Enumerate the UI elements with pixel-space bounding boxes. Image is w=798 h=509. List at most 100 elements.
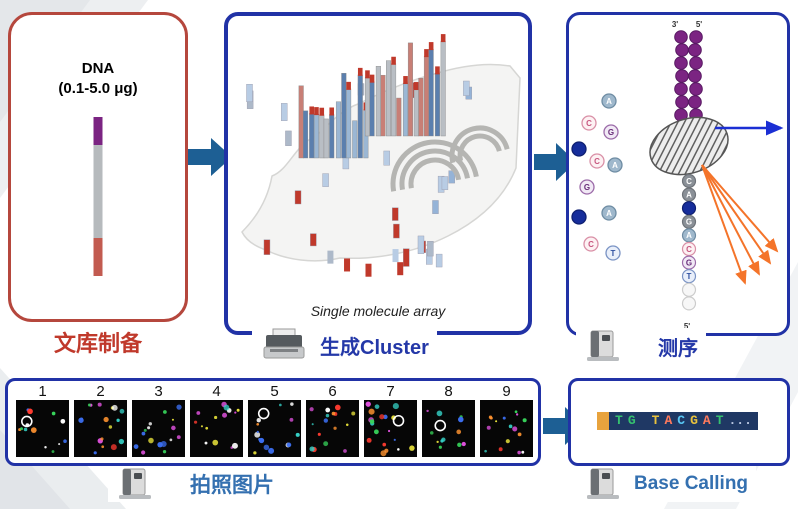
floating-nucleotide: A [607, 157, 623, 173]
photo-tile-number: 1 [38, 383, 47, 400]
photos-panel: 1 2 3 4 5 6 7 8 9 [5, 378, 541, 466]
base-call-char: G [690, 413, 698, 428]
photo-tile-image [422, 400, 475, 457]
sequencer-icon [587, 468, 619, 499]
svg-text:T: T [687, 272, 692, 281]
floating-nucleotides: A C G C A G A C T [571, 93, 623, 261]
double-strand-illustration [674, 30, 703, 122]
svg-text:C: C [686, 177, 692, 186]
photo-tile-number: 2 [96, 383, 105, 400]
dna-fragment-illustration [93, 117, 103, 276]
base-call-char: A [664, 413, 673, 428]
floating-nucleotide: C [589, 153, 605, 169]
floating-nucleotide: G [603, 124, 619, 140]
sequence-lead-block [597, 412, 609, 430]
five-prime-top-label: 5' [696, 20, 702, 29]
photo-tile-image [132, 400, 185, 457]
floating-nucleotide: C [581, 115, 597, 131]
cluster-label-row: 生成Cluster [252, 327, 437, 363]
photo-tile-number: 7 [386, 383, 395, 400]
sequencing-label-row: 测序 [576, 328, 706, 364]
svg-text:C: C [588, 240, 594, 249]
photos-label: 拍照图片 [190, 474, 274, 497]
svg-text:A: A [606, 97, 612, 106]
svg-text:A: A [606, 209, 612, 218]
photo-tile-image [248, 400, 301, 457]
photo-tile-image [190, 400, 243, 457]
polymerase-illustration [649, 116, 729, 176]
photo-tile: 3 [132, 383, 185, 457]
strand-nucleotide: T [681, 269, 697, 284]
basecalling-label-row: Base Calling [576, 466, 757, 502]
strand-nucleotide: G [681, 255, 697, 270]
photo-tile: 2 [74, 383, 127, 457]
photo-tile-image [306, 400, 359, 457]
svg-text:T: T [611, 249, 616, 258]
sequencer-icon [587, 330, 619, 361]
dna-insert-segment [93, 145, 103, 238]
svg-text:A: A [686, 190, 692, 199]
cluster-panel: Single molecule array [224, 12, 532, 335]
floating-nucleotide: A [601, 205, 617, 221]
dna-amount-title: DNA (0.1-5.0 μg) [11, 59, 185, 98]
library-prep-label: 文库制备 [8, 326, 188, 358]
cluster-label: 生成Cluster [320, 336, 429, 359]
photo-tile: 4 [190, 383, 243, 457]
svg-text:G: G [584, 183, 590, 192]
photo-tile: 5 [248, 383, 301, 457]
floating-nucleotide: A [601, 93, 617, 109]
fluorescence-arrows [701, 164, 779, 285]
cluster-caption: Single molecule array [310, 303, 446, 319]
photo-tile: 8 [422, 383, 475, 457]
photo-tile-number: 9 [502, 383, 511, 400]
base-call-char: C [677, 413, 686, 428]
photo-tile-number: 8 [444, 383, 453, 400]
svg-text:C: C [686, 245, 692, 254]
svg-text:A: A [686, 231, 692, 240]
photo-tile-image [364, 400, 417, 457]
floating-nucleotide: C [583, 236, 599, 252]
photo-tile-number: 4 [212, 383, 221, 400]
photo-tile: 9 [480, 383, 533, 457]
printer-icon [263, 328, 305, 359]
strand-nucleotide: C [681, 241, 697, 257]
photo-tiles: 1 2 3 4 5 6 7 8 9 [16, 383, 533, 457]
photo-tile: 1 [16, 383, 69, 457]
base-call-char: G [627, 413, 636, 428]
photo-tile-image [480, 400, 533, 457]
svg-text:C: C [586, 119, 592, 128]
dna-title-line2: (0.1-5.0 μg) [58, 79, 138, 97]
base-call-char: T [715, 413, 724, 428]
photo-tile-number: 6 [328, 383, 337, 400]
floating-nucleotide [571, 141, 587, 157]
floating-nucleotide: T [605, 245, 621, 261]
flow-arrow-2 [534, 143, 576, 181]
photo-tile: 6 [306, 383, 359, 457]
base-call-char: ... [728, 413, 752, 428]
dna-adapter-segment-2 [93, 238, 103, 276]
svg-text:G: G [686, 218, 692, 227]
library-prep-panel: DNA (0.1-5.0 μg) [8, 12, 188, 322]
svg-text:C: C [594, 157, 600, 166]
dna-title-line1: DNA [81, 60, 115, 77]
strand-nucleotide: A [681, 228, 697, 243]
strand-nucleotide: A [681, 187, 697, 202]
svg-text:G: G [686, 258, 692, 267]
svg-text:G: G [608, 128, 614, 137]
photo-tile-number: 5 [270, 383, 279, 400]
photos-label-row: 拍照图片 [108, 466, 282, 502]
strand-nucleotide: C [681, 173, 697, 189]
strand-nucleotide [681, 201, 697, 216]
strand-nucleotide: G [681, 214, 697, 229]
floating-nucleotide: G [579, 179, 595, 195]
strand-nucleotide [681, 296, 697, 311]
svg-text:A: A [612, 161, 618, 170]
sequencer-icon [119, 468, 151, 499]
photo-tile: 7 [364, 383, 417, 457]
